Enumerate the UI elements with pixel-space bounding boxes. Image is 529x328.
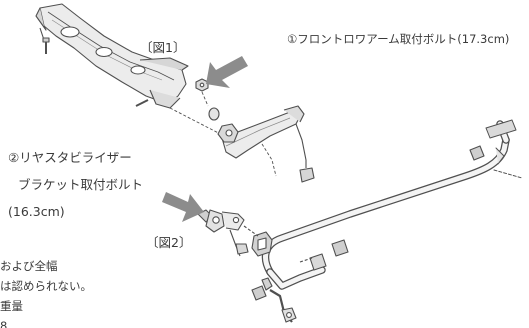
rear-stabilizer-callout-line3: (16.3cm) [8, 204, 65, 219]
front-lower-arm-bolt-callout: ①フロントロワアーム取付ボルト(17.3cm) [287, 32, 510, 46]
fig2-label: 〔図2〕 [146, 235, 192, 250]
fig1-label: 〔図1〕 [140, 40, 186, 55]
side-text-line1: および全幅 [0, 259, 58, 273]
stabilizer-link-illustration [251, 277, 297, 323]
rear-stabilizer-callout-line1: ②リヤスタビライザー [8, 150, 132, 165]
front-lower-arm-illustration [208, 105, 315, 183]
stabilizer-bar-illustration [261, 119, 523, 290]
side-text-line3: 重量 [0, 299, 23, 313]
stabilizer-bushings-illustration [243, 145, 485, 271]
rear-bracket-illustration [197, 209, 249, 257]
arrow-rear-bracket-icon [162, 192, 204, 222]
arrow-front-lower-arm-icon [206, 56, 248, 88]
side-text-line4: 8 [0, 319, 8, 328]
callout-arrows [162, 56, 248, 222]
front-crossmember-illustration [35, 3, 233, 141]
rear-stabilizer-callout-line2: ブラケット取付ボルト [18, 177, 144, 192]
side-text-line2: は認められない。 [0, 279, 92, 293]
